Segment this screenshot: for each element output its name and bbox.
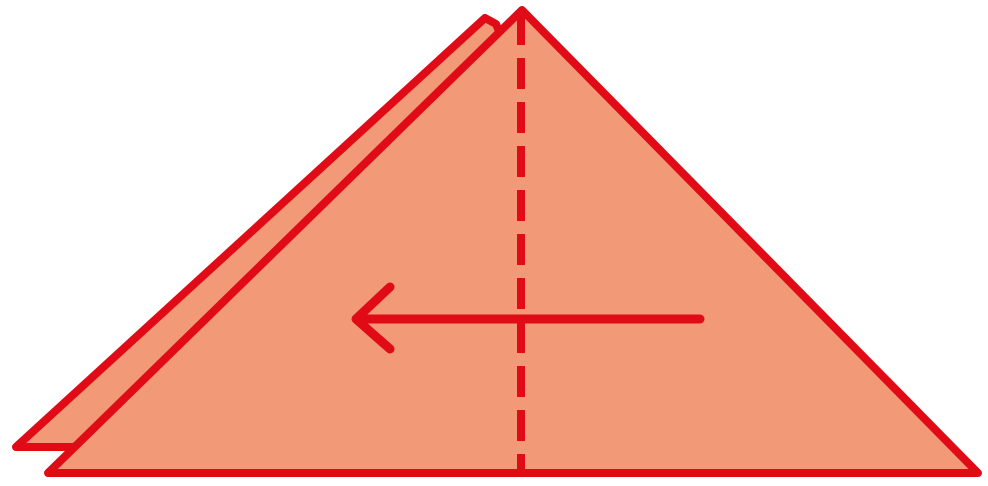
origami-diagram-svg: [0, 0, 988, 486]
origami-fold-diagram: [0, 0, 988, 486]
